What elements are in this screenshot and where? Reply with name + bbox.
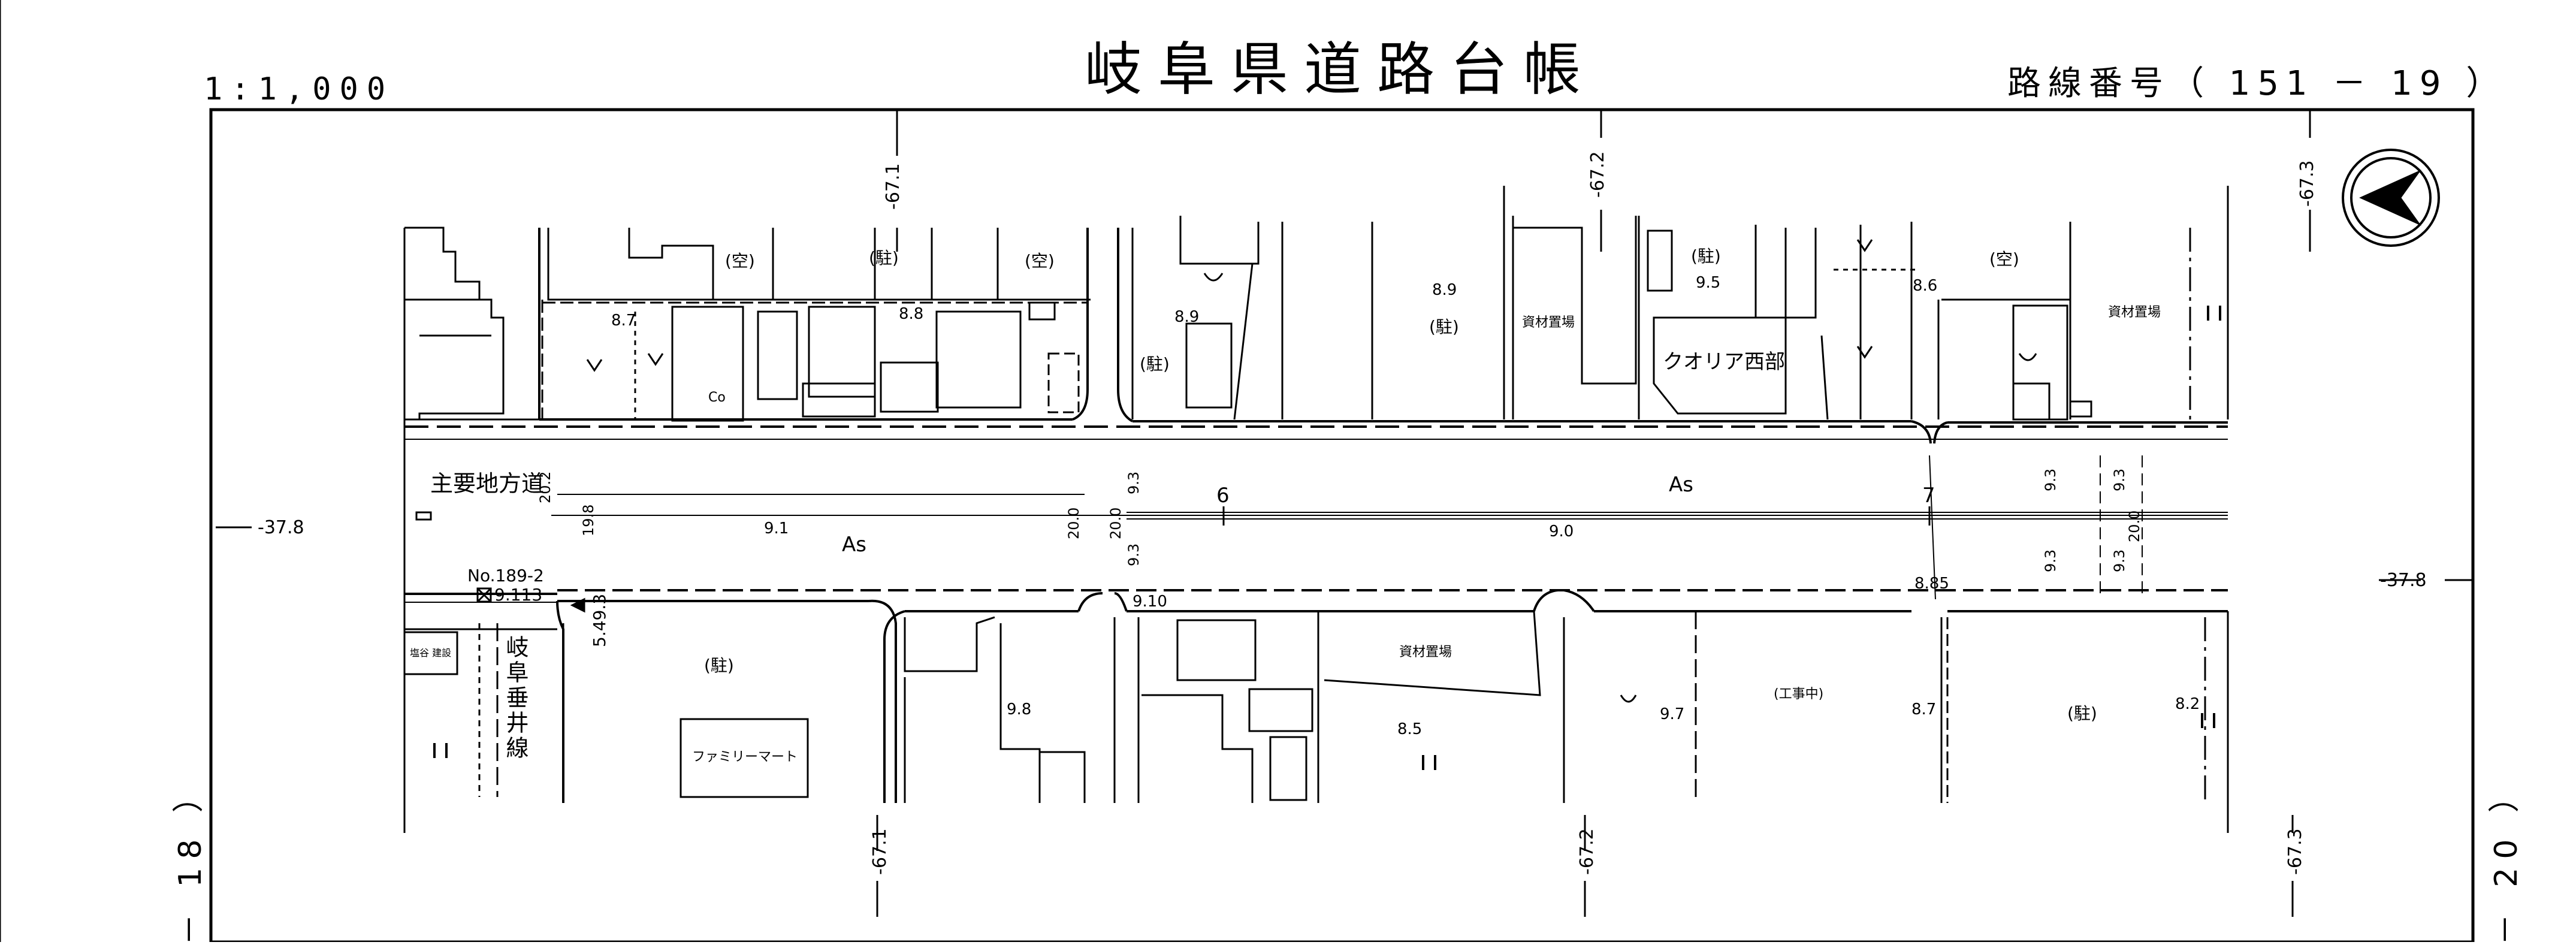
north-buildings [541, 186, 2229, 422]
label-materials-2: 資材置場 [2108, 305, 2161, 320]
shioya-building [403, 631, 458, 675]
elev-12: 8.5 [1397, 720, 1422, 738]
road-edges [404, 418, 2228, 612]
label-materials-3: 資材置場 [1399, 645, 1452, 660]
side-road-number: No.189-2 [467, 566, 544, 585]
elev-11: 9.8 [1007, 701, 1031, 718]
elev-6: 8.6 [1913, 277, 1937, 295]
elev-4: 8.9 [1174, 308, 1199, 326]
field-symbols [586, 239, 2037, 703]
route-number: 路線番号（ 151 － 19 ） [2007, 64, 2507, 103]
width-8: 9.3 [2111, 469, 2128, 491]
benchmark-value: 9.113 [494, 585, 542, 605]
width-4: 20.0 [1107, 508, 1124, 539]
station-7: 7 [1922, 484, 1935, 508]
grid-label-x3-top: -67.3 [2297, 160, 2318, 207]
label-co: Co [708, 390, 726, 405]
side-road-name: 主要地方道 [430, 470, 544, 497]
label-familymart: ファミリーマート [692, 750, 798, 765]
label-parking-6: (駐) [2067, 704, 2097, 723]
label-empty-3: (空) [1989, 249, 2019, 269]
station-6: 6 [1216, 484, 1230, 508]
elev-10: 8.85 [1914, 575, 1949, 593]
width-1: 20.2 [537, 472, 554, 503]
label-qualia: クオリア西部 [1663, 350, 1785, 374]
benchmark-marker [476, 587, 585, 613]
width-9: 9.3 [2042, 550, 2059, 572]
side-road-area [403, 227, 564, 833]
label-empty-1: (空) [725, 251, 755, 271]
grid-label-y-right: -37.8 [2380, 570, 2427, 591]
label-parking-3: (駐) [1429, 317, 1459, 337]
route-name: 岐阜垂井線 [502, 635, 529, 761]
elev-7: 9.1 [764, 520, 789, 538]
grid-label-x3-bottom: -67.3 [2285, 828, 2306, 875]
paddy-symbols [433, 306, 2221, 770]
south-buildings [680, 610, 2229, 833]
map-frame [209, 108, 2475, 942]
grid-label-x2-top: -67.2 [1587, 151, 1608, 198]
width-value: 5.49.3 [590, 594, 609, 647]
width-5: 9.3 [1125, 472, 1142, 494]
width-7: 9.3 [2042, 469, 2059, 491]
surface-label-right: As [1669, 473, 1693, 497]
station-ticks [1222, 506, 1931, 526]
grid-label-y-left: -37.8 [258, 517, 304, 538]
north-arrow-icon [2342, 149, 2440, 247]
elev-2: 8.8 [899, 305, 923, 323]
elev-5: 9.5 [1696, 274, 1720, 292]
label-materials-1: 資材置場 [1522, 315, 1575, 330]
label-parking-2: (駐) [1140, 354, 1170, 374]
sheet-title: 岐阜県道路台帳 [1085, 36, 1596, 103]
width-2: 19.8 [580, 505, 597, 536]
width-3: 20.0 [1065, 508, 1082, 539]
grid-ticks [216, 110, 2473, 917]
label-parking-4: (駐) [1691, 246, 1721, 266]
label-construction: (工事中) [1774, 687, 1823, 702]
elev-3: 8.9 [1432, 281, 1457, 299]
label-parking-1: (駐) [869, 248, 899, 268]
label-shioya: 塩谷 建設 [410, 647, 451, 659]
elev-14: 8.7 [1911, 701, 1936, 718]
label-parking-5: (駐) [704, 656, 734, 675]
elev-9: 9.10 [1133, 593, 1167, 611]
label-empty-2: (空) [1025, 251, 1055, 271]
width-10: 9.3 [2111, 550, 2128, 572]
elev-1: 8.7 [611, 312, 636, 330]
width-11: 20.0 [2126, 511, 2143, 542]
grid-label-x1-top: -67.1 [883, 163, 904, 210]
width-6: 9.3 [1125, 544, 1142, 566]
elev-15: 8.2 [2175, 695, 2200, 713]
elev-13: 9.7 [1660, 705, 1684, 723]
grid-label-x1-bottom: -67.1 [869, 828, 890, 875]
scale-label: 1:1,000 [204, 71, 394, 107]
surface-label-left: As [842, 533, 866, 557]
elev-8: 9.0 [1549, 523, 1574, 541]
grid-label-x2-bottom: -67.2 [1577, 828, 1597, 875]
